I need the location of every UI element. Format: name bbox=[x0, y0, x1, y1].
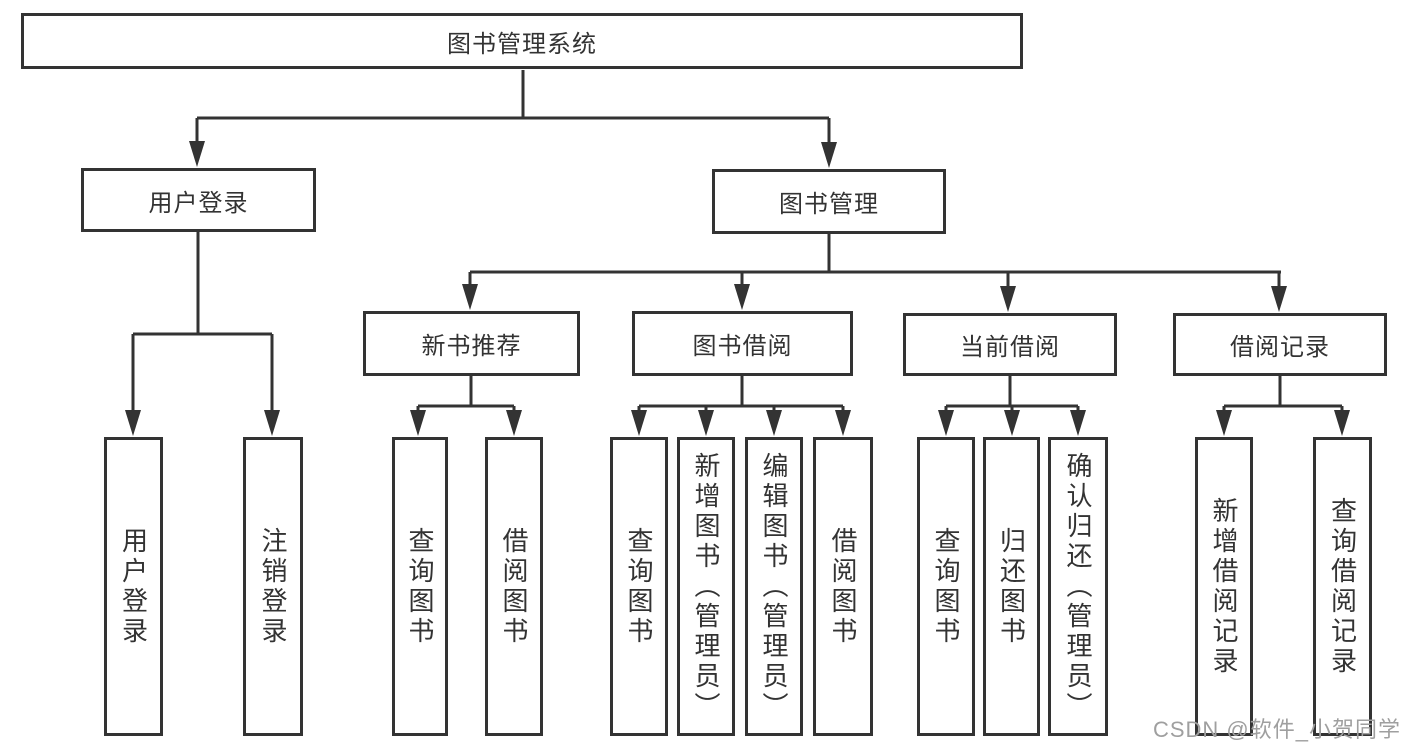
arrowheads bbox=[125, 141, 1350, 436]
watermark: CSDN @软件_小贺同学 bbox=[1152, 717, 1401, 742]
arrowhead-icon bbox=[1000, 286, 1016, 312]
connector-paths bbox=[131, 70, 1344, 413]
node-book-management: 图书管理 bbox=[712, 169, 946, 234]
connector-root-to-level2 bbox=[195, 70, 831, 145]
node-user-login: 用户登录 bbox=[81, 168, 316, 232]
connector-book-borrow-to-leaves bbox=[637, 376, 845, 413]
leaf-logout: 注销登录 bbox=[243, 437, 303, 736]
leaf-return-book: 归还图书 bbox=[983, 437, 1040, 736]
node-current-borrow: 当前借阅 bbox=[903, 313, 1117, 376]
node-root-label: 图书管理系统 bbox=[447, 30, 597, 58]
arrowhead-icon bbox=[410, 410, 426, 436]
leaf-confirm-return-admin-label: 确认归还（管理员） bbox=[1063, 451, 1093, 722]
arrowhead-icon bbox=[189, 141, 205, 167]
leaf-add-borrow-record: 新增借阅记录 bbox=[1195, 437, 1253, 736]
connector-borrow-records-to-leaves bbox=[1222, 376, 1344, 413]
arrowhead-icon bbox=[1070, 410, 1086, 436]
leaf-add-borrow-record-label: 新增借阅记录 bbox=[1209, 496, 1239, 677]
node-borrow-records-label: 借阅记录 bbox=[1230, 334, 1330, 361]
arrowhead-icon bbox=[631, 410, 647, 436]
connector-current-borrow-to-leaves bbox=[944, 376, 1080, 413]
arrowhead-icon bbox=[1004, 410, 1020, 436]
leaf-confirm-return-admin: 确认归还（管理员） bbox=[1048, 437, 1108, 736]
node-root: 图书管理系统 bbox=[21, 13, 1023, 69]
arrowhead-icon bbox=[821, 142, 837, 168]
arrowhead-icon bbox=[1334, 410, 1350, 436]
leaf-edit-book-admin: 编辑图书（管理员） bbox=[745, 437, 803, 736]
node-book-borrow: 图书借阅 bbox=[632, 311, 853, 376]
arrowhead-icon bbox=[1271, 286, 1287, 312]
node-new-book-recommend: 新书推荐 bbox=[363, 311, 580, 376]
connector-new-book-recommend-to-leaves bbox=[416, 376, 516, 413]
arrowhead-icon bbox=[264, 410, 280, 436]
node-current-borrow-label: 当前借阅 bbox=[960, 334, 1060, 361]
connector-user-login-to-leaves bbox=[131, 232, 274, 413]
node-new-book-recommend-label: 新书推荐 bbox=[421, 333, 522, 360]
arrowhead-icon bbox=[835, 410, 851, 436]
leaf-query-borrow-record-label: 查询借阅记录 bbox=[1327, 496, 1358, 677]
leaf-query-books-borrow-label: 查询图书 bbox=[624, 526, 654, 647]
arrowhead-icon bbox=[698, 410, 714, 436]
leaf-query-books-borrow: 查询图书 bbox=[610, 437, 668, 736]
arrowhead-icon bbox=[506, 410, 522, 436]
leaf-query-books-current-label: 查询图书 bbox=[931, 526, 961, 647]
leaf-borrow-books-recommend-label: 借阅图书 bbox=[499, 526, 529, 647]
leaf-add-book-admin-label: 新增图书（管理员） bbox=[691, 451, 721, 722]
arrowhead-icon bbox=[1216, 410, 1232, 436]
arrowhead-icon bbox=[125, 410, 141, 436]
node-user-login-label: 用户登录 bbox=[148, 189, 249, 217]
leaf-return-book-label: 归还图书 bbox=[996, 526, 1027, 647]
leaf-borrow-books-borrow-label: 借阅图书 bbox=[828, 526, 858, 647]
leaf-add-book-admin: 新增图书（管理员） bbox=[677, 437, 735, 736]
arrowhead-icon bbox=[766, 410, 782, 436]
arrowhead-icon bbox=[462, 284, 478, 310]
leaf-query-books-current: 查询图书 bbox=[917, 437, 975, 736]
leaf-borrow-books-borrow: 借阅图书 bbox=[813, 437, 873, 736]
leaf-edit-book-admin-label: 编辑图书（管理员） bbox=[759, 451, 789, 722]
leaf-borrow-books-recommend: 借阅图书 bbox=[485, 437, 543, 736]
leaf-query-borrow-record: 查询借阅记录 bbox=[1313, 437, 1372, 736]
node-book-management-label: 图书管理 bbox=[779, 191, 879, 218]
leaf-query-books-recommend-label: 查询图书 bbox=[405, 526, 435, 647]
node-book-borrow-label: 图书借阅 bbox=[692, 333, 793, 360]
leaf-user-login-label: 用户登录 bbox=[118, 526, 149, 647]
leaf-logout-label: 注销登录 bbox=[258, 526, 288, 647]
leaf-query-books-recommend: 查询图书 bbox=[392, 437, 448, 736]
node-borrow-records: 借阅记录 bbox=[1173, 313, 1387, 376]
connector-book-management-to-level3 bbox=[468, 234, 1281, 289]
arrowhead-icon bbox=[734, 284, 750, 310]
leaf-user-login: 用户登录 bbox=[104, 437, 163, 736]
arrowhead-icon bbox=[938, 410, 954, 436]
